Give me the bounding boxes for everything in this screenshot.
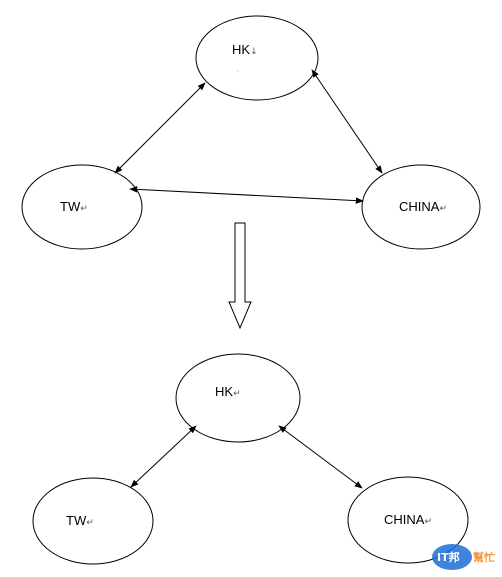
bottom-tw-label: TW↵	[66, 513, 94, 528]
watermark-sub-text: 幫忙	[473, 550, 495, 564]
transition-down-arrow	[228, 222, 252, 330]
bottom-hk-label: HK↵	[215, 384, 241, 399]
bottom-tw-node	[32, 477, 154, 565]
top-edge-hk-tw	[114, 82, 206, 174]
bottom-china-label: CHINA↵	[384, 512, 432, 527]
itbang-watermark-logo: IT邦 幫忙	[432, 544, 495, 570]
bottom-hk-node	[175, 353, 301, 443]
watermark-badge	[432, 544, 472, 570]
bottom-diagram: HK↵ TW↵ CHINA↵	[32, 353, 469, 565]
bottom-edge-hk-china	[278, 425, 363, 489]
top-tw-node	[21, 164, 143, 250]
bottom-china-node	[347, 476, 469, 564]
top-china-node	[361, 164, 481, 250]
top-edge-hk-china	[311, 69, 383, 174]
top-china-label: CHINA↵	[399, 199, 447, 214]
top-hk-node	[195, 15, 319, 101]
watermark-logo-text: IT邦	[437, 550, 460, 564]
top-tw-label: TW↵	[60, 199, 88, 214]
top-hk-label: HK↓	[232, 42, 258, 57]
top-diagram: HK↓ TW↵ CHINA↵	[21, 15, 481, 250]
top-hk-dot	[237, 70, 239, 72]
top-edge-tw-china	[129, 186, 364, 204]
bottom-edge-hk-tw	[130, 425, 197, 488]
